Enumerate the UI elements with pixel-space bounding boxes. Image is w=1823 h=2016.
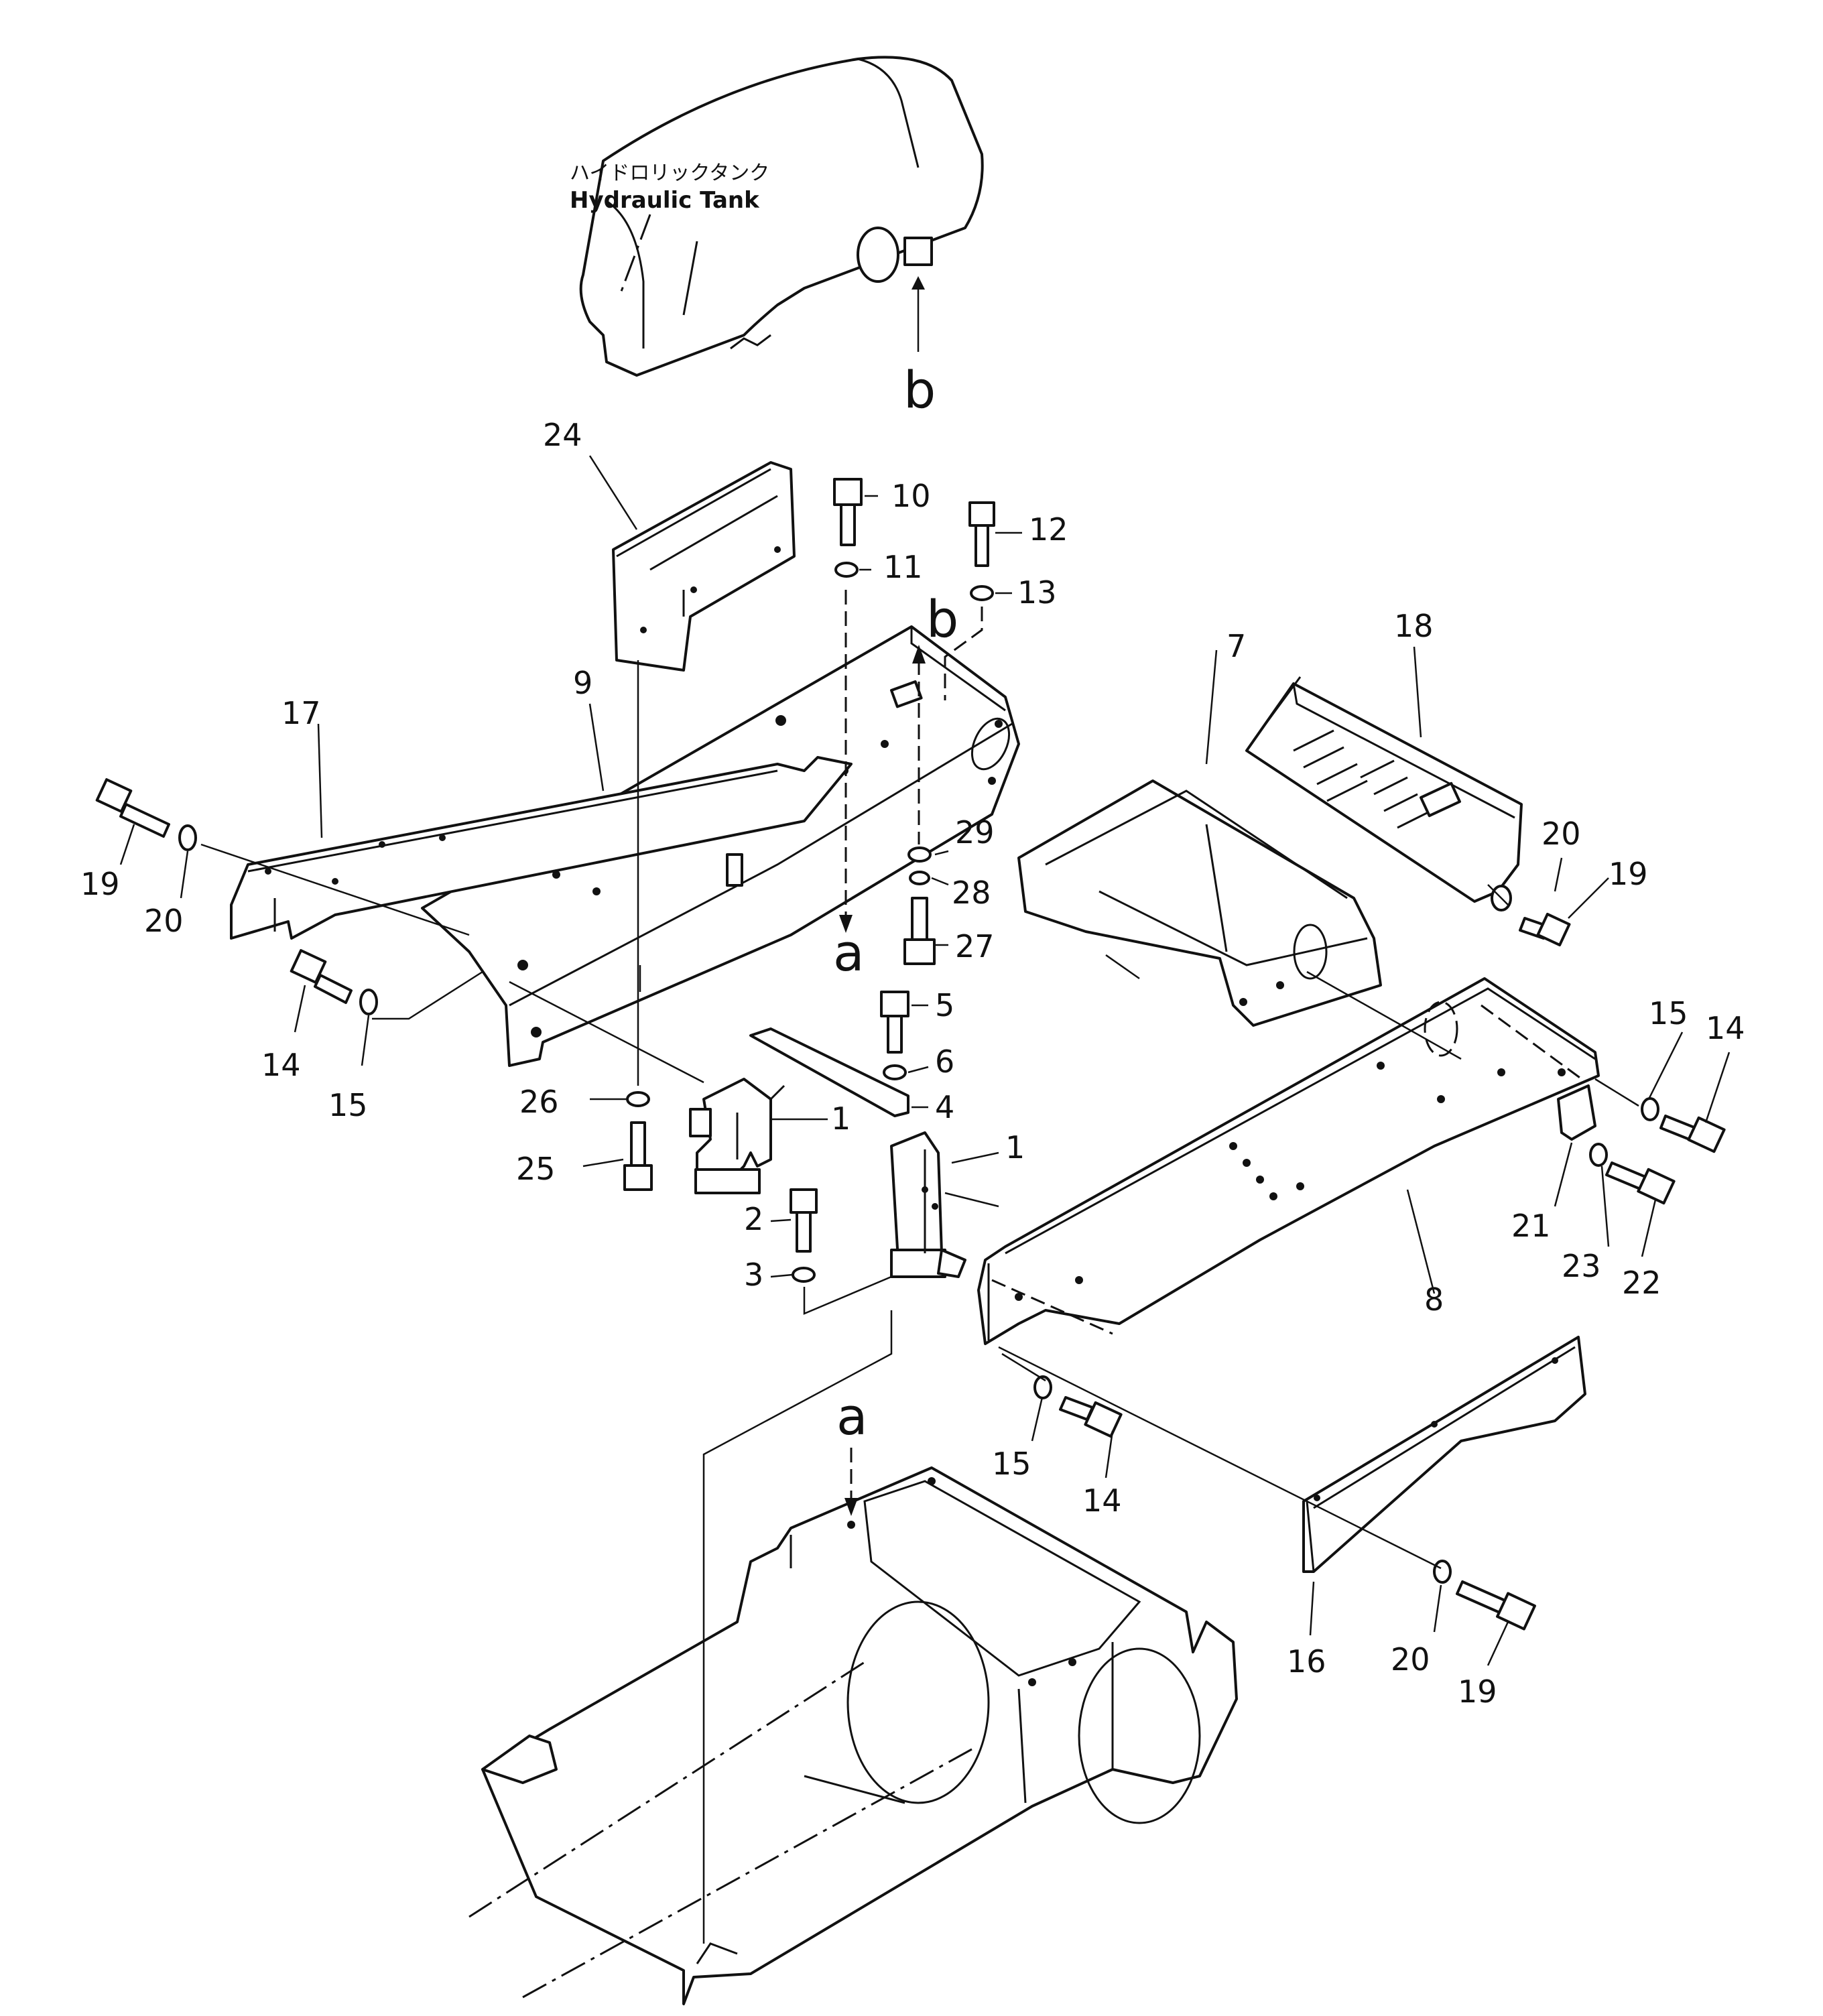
callout-15-left: 15	[328, 1087, 368, 1123]
callout-1-right: 1	[1005, 1129, 1025, 1166]
washer-29	[907, 846, 932, 863]
bolt-22	[1605, 1161, 1676, 1205]
frame-8	[977, 977, 1600, 1345]
washer-15-left	[359, 989, 378, 1015]
callout-19-right: 19	[1609, 856, 1648, 892]
callout-14-right: 14	[1706, 1010, 1745, 1046]
bolt-27	[903, 897, 936, 965]
callout-18: 18	[1394, 608, 1434, 644]
bolt-14-right	[1659, 1115, 1726, 1153]
bolt-12	[968, 501, 995, 567]
washer-20-lower	[1433, 1560, 1452, 1584]
assembly-lines	[200, 590, 1639, 1944]
callout-26: 26	[519, 1084, 559, 1120]
callout-19-left: 19	[80, 866, 120, 902]
callout-5: 5	[935, 987, 954, 1023]
callout-15-right: 15	[1649, 995, 1688, 1031]
hydraulic-tank	[579, 56, 984, 377]
callout-28: 28	[952, 875, 991, 911]
post-1-left	[689, 1078, 785, 1194]
callout-19-lower: 19	[1458, 1674, 1497, 1710]
tank-english-label: Hydraulic Tank	[570, 187, 760, 214]
callout-12: 12	[1029, 511, 1068, 548]
callout-16: 16	[1287, 1643, 1326, 1680]
centerline-2	[522, 1748, 972, 1999]
strap-4	[749, 1027, 909, 1117]
bolt-14-lower	[1059, 1396, 1123, 1438]
grille-slots	[1293, 729, 1432, 829]
callout-23: 23	[1562, 1248, 1601, 1284]
washer-26	[626, 1091, 650, 1107]
washer-23	[1589, 1143, 1608, 1167]
washer-13	[970, 585, 994, 601]
washer-28	[909, 871, 930, 885]
callout-4: 4	[935, 1089, 954, 1125]
plate-21	[1557, 1084, 1596, 1141]
ref-a-lower: a	[836, 1387, 868, 1446]
callout-22: 22	[1622, 1265, 1661, 1301]
tank-japanese-label: ハイドロリックタンク	[570, 162, 769, 185]
frame-7	[1017, 779, 1382, 1027]
bolt-5	[880, 991, 909, 1054]
callout-14-left: 14	[261, 1047, 301, 1083]
callout-20-left: 20	[144, 903, 184, 939]
bolt-2	[790, 1188, 818, 1253]
callout-20-right: 20	[1542, 816, 1581, 852]
cover-16	[1302, 1336, 1586, 1573]
bolt-25	[623, 1121, 653, 1191]
callout-1-left: 1	[831, 1100, 851, 1137]
washer-20-left	[178, 824, 197, 851]
callout-numbers: 24 10 11 12 13 18 7 9 17 29 20 19 19 20 …	[80, 417, 1745, 1710]
callout-leaders	[119, 455, 1731, 1666]
callout-17: 17	[281, 695, 321, 731]
ref-b-mid: b	[926, 589, 958, 649]
bolt-19-left	[95, 778, 170, 838]
callout-6: 6	[935, 1044, 954, 1080]
washer-11	[834, 562, 859, 578]
ref-a-upper: a	[833, 923, 865, 983]
bolt-14-left	[290, 949, 353, 1004]
callout-29: 29	[955, 814, 995, 850]
callout-21: 21	[1511, 1208, 1551, 1244]
grille-18	[1245, 676, 1523, 903]
washer-6	[883, 1064, 907, 1080]
washer-3	[792, 1267, 816, 1283]
tank-label-leader	[619, 214, 651, 296]
bolt-19-right	[1519, 912, 1571, 947]
post-1-right	[890, 1131, 966, 1278]
callout-3: 3	[744, 1257, 763, 1293]
centerline-1	[468, 1661, 865, 1918]
callout-14-lower: 14	[1082, 1483, 1122, 1519]
callout-13: 13	[1017, 574, 1057, 611]
callout-10: 10	[891, 478, 931, 514]
washer-15-right	[1641, 1097, 1659, 1121]
bracket-24	[612, 461, 796, 672]
cover-17	[230, 756, 853, 940]
bolt-10	[833, 478, 863, 546]
callout-24: 24	[543, 417, 582, 453]
callout-7: 7	[1227, 628, 1246, 664]
callout-25: 25	[516, 1151, 556, 1187]
callout-27: 27	[955, 928, 995, 964]
callout-2: 2	[744, 1201, 763, 1237]
main-frame-lower	[481, 1466, 1238, 2005]
callout-11: 11	[883, 549, 923, 585]
callout-9: 9	[573, 665, 592, 701]
callout-8: 8	[1424, 1281, 1444, 1318]
callout-20-lower: 20	[1391, 1641, 1430, 1678]
bolt-19-lower	[1456, 1580, 1536, 1631]
callout-15-lower: 15	[992, 1446, 1031, 1482]
ref-b-top: b	[903, 360, 936, 420]
